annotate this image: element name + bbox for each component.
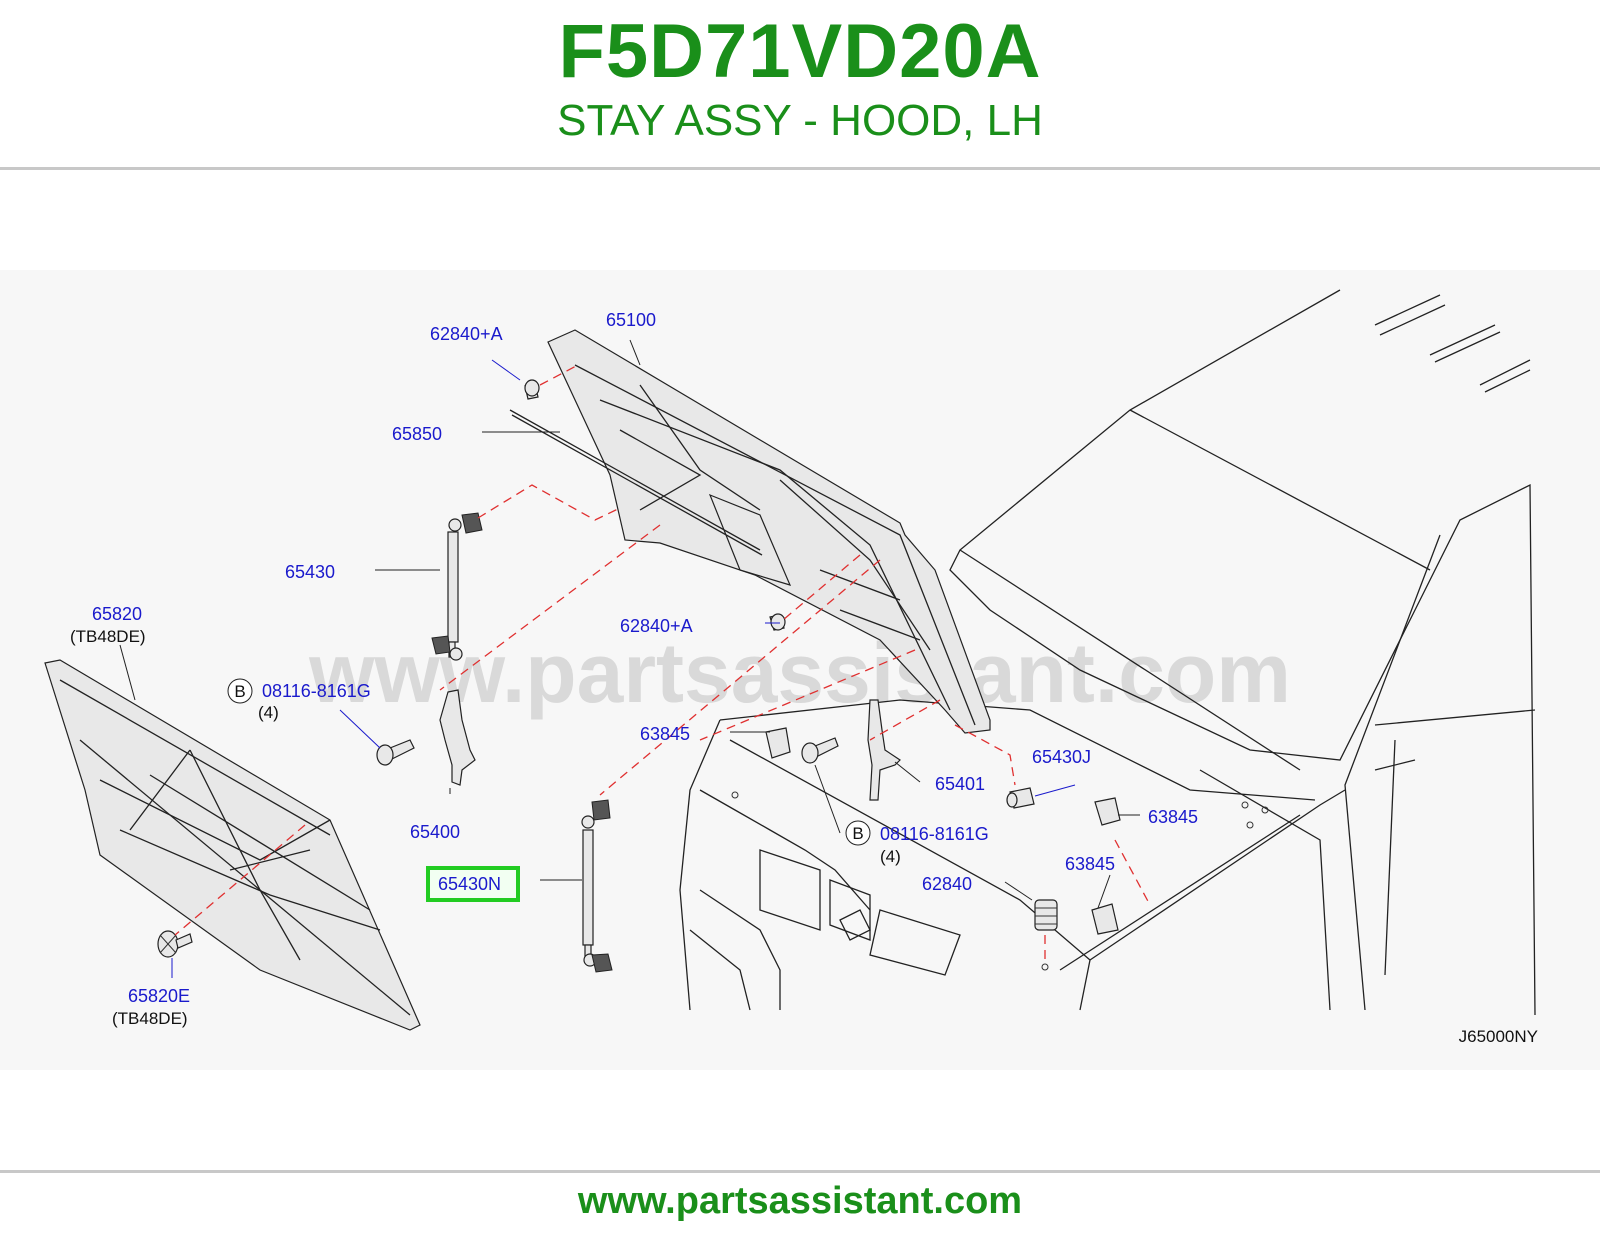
callout-65430N[interactable]: 65430N [438, 874, 501, 894]
bolt-08116-left [376, 739, 415, 766]
hood-insulator-65820 [44, 659, 421, 1031]
callout-62840[interactable]: 62840 [922, 874, 972, 894]
bolt-marker-left: B [227, 678, 253, 704]
page-header: F5D71VD20A STAY ASSY - HOOD, LH [0, 0, 1600, 168]
callout-leaders [119, 339, 1140, 978]
hood-stay-65430N [581, 799, 613, 973]
diagram-watermark: www.partsassistant.com [308, 626, 1291, 720]
header-divider [0, 167, 1600, 170]
bolt-marker-right: B [845, 820, 871, 846]
callout-65850[interactable]: 65850 [392, 424, 442, 444]
callout-65100[interactable]: 65100 [606, 310, 656, 330]
assembly-guide-lines [174, 364, 1151, 960]
callout-63845-right[interactable]: 63845 [1148, 807, 1198, 827]
bumper-62840 [1034, 899, 1058, 931]
callout-65430[interactable]: 65430 [285, 562, 335, 582]
bolt-marker-left-letter: B [234, 682, 245, 701]
callout-65820-note: (TB48DE) [70, 627, 146, 646]
callout-65400[interactable]: 65400 [410, 822, 460, 842]
hood-stay-bracket-65400 [439, 689, 476, 786]
part-number-title: F5D71VD20A [558, 9, 1042, 94]
callout-65401[interactable]: 65401 [935, 774, 985, 794]
cover-63845-left [765, 727, 791, 759]
hood-stay-bracket-65401 [867, 699, 901, 801]
callout-62840A-top[interactable]: 62840+A [430, 324, 503, 344]
hood-panel-65100 [547, 329, 991, 734]
callout-63845-low[interactable]: 63845 [1065, 854, 1115, 874]
footer-site-url[interactable]: www.partsassistant.com [577, 1180, 1023, 1222]
parts-diagram-svg: www.partsassistant.com [44, 289, 1538, 1046]
parts-diagram: www.partsassistant.com [0, 270, 1600, 1070]
clip-65820E [157, 930, 193, 958]
callout-08116-left-qty: (4) [258, 703, 279, 722]
clip-65430J [1006, 787, 1035, 809]
callout-08116-right-qty: (4) [880, 847, 901, 866]
bolt-08116-right [801, 737, 839, 764]
callout-65820E-note: (TB48DE) [112, 1009, 188, 1028]
cover-63845-right [1094, 797, 1121, 826]
callout-08116-left[interactable]: 08116-8161G [262, 681, 371, 701]
figure-code: J65000NY [1459, 1027, 1538, 1046]
bolt-marker-right-letter: B [852, 824, 863, 843]
part-name-subtitle: STAY ASSY - HOOD, LH [557, 96, 1043, 145]
callout-65820E[interactable]: 65820E [128, 986, 190, 1006]
hood-seal-strip-65850 [509, 409, 761, 551]
callout-65430J[interactable]: 65430J [1032, 747, 1091, 767]
hood-stay-65430 [431, 512, 483, 661]
callout-08116-right[interactable]: 08116-8161G [880, 824, 989, 844]
cover-63845-low [1091, 903, 1119, 935]
callout-62840A-mid[interactable]: 62840+A [620, 616, 693, 636]
callout-63845-left[interactable]: 63845 [640, 724, 690, 744]
footer-divider [0, 1170, 1600, 1173]
highlight-box-65430N [426, 866, 520, 902]
callout-65820[interactable]: 65820 [92, 604, 142, 624]
